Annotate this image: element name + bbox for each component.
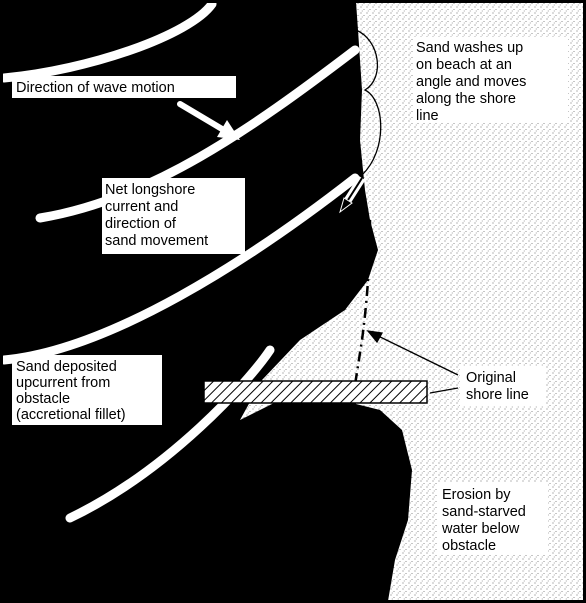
label-line: obstacle xyxy=(16,391,70,407)
label-line: sand-starved xyxy=(442,504,526,520)
label-line: Original xyxy=(466,370,516,386)
label-line: line xyxy=(416,108,439,124)
obstacle-groin xyxy=(204,381,427,403)
label-sand-washes: Sand washes up on beach at an angle and … xyxy=(413,37,568,124)
label-line: (accretional fillet) xyxy=(16,407,126,423)
label-line: angle and moves xyxy=(416,74,526,90)
label-deposited: Sand deposited upcurrent from obstacle (… xyxy=(12,355,162,425)
label-line: Direction of wave motion xyxy=(16,80,175,96)
label-wave-motion: Direction of wave motion xyxy=(12,76,236,98)
label-longshore: Net longshore current and direction of s… xyxy=(102,178,245,254)
label-line: Net longshore xyxy=(105,182,195,198)
label-line: Erosion by xyxy=(442,487,511,503)
label-line: current and xyxy=(105,199,178,215)
label-line: Sand washes up xyxy=(416,40,523,56)
label-line: Sand deposited xyxy=(16,359,117,375)
label-line: obstacle xyxy=(442,538,496,554)
label-line: direction of xyxy=(105,216,177,232)
label-line: water below xyxy=(441,521,520,537)
label-line: sand movement xyxy=(105,233,208,249)
label-line: along the shore xyxy=(416,91,516,107)
label-line: shore line xyxy=(466,387,529,403)
label-line: upcurrent from xyxy=(16,375,110,391)
label-line: on beach at an xyxy=(416,57,512,73)
label-original-shore: Original shore line xyxy=(460,366,546,406)
label-erosion: Erosion by sand-starved water below obst… xyxy=(438,483,548,555)
